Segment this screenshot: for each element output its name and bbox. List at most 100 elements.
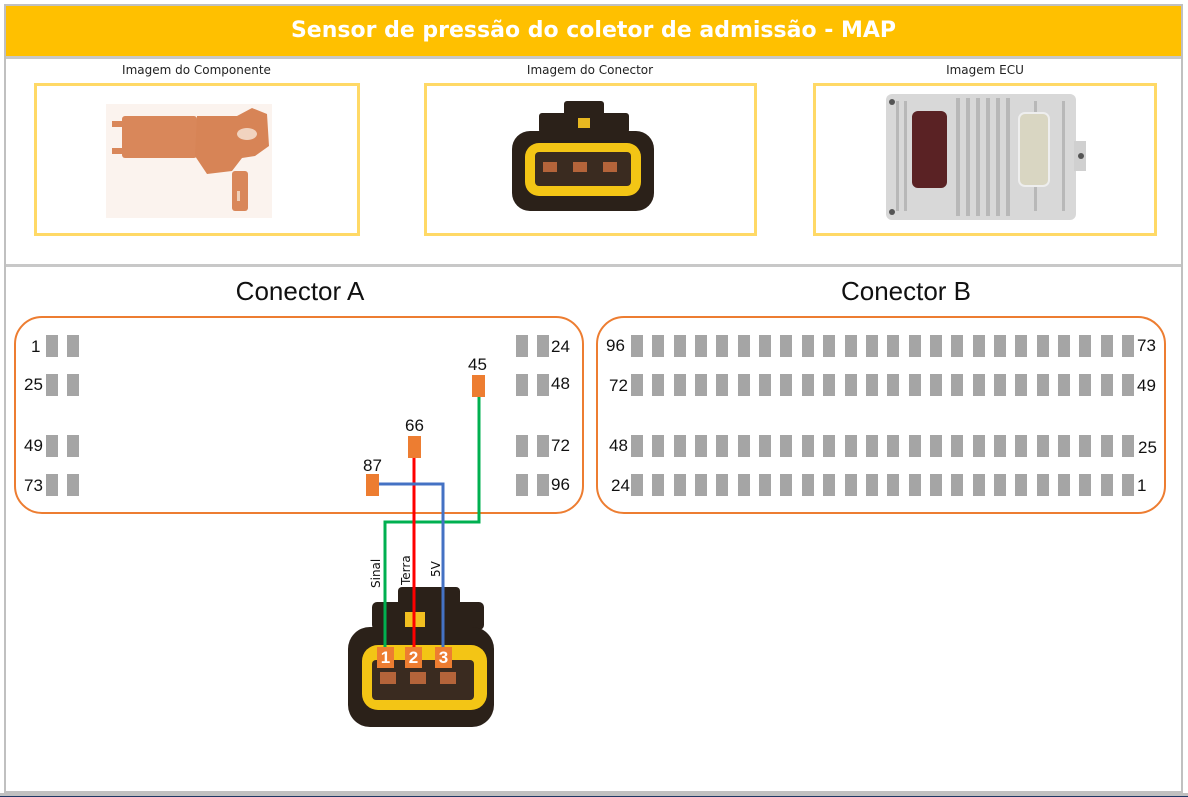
used-pin-45 [472,375,485,397]
connector-b-pin [929,435,942,457]
connector-b-pin [972,374,985,396]
connector-b-pin [1058,474,1070,496]
connector-a-pin [537,374,549,396]
map-sensor-image [106,104,272,218]
connector-b-pin [1122,374,1135,396]
connector-b-pin [695,374,708,396]
connector-b-pin [823,335,836,357]
connector-b-pin [716,335,729,357]
connector-b-pin [780,374,793,396]
connector-b-pin [865,474,878,496]
connector-b-pin [844,335,857,357]
connector-b-pin [951,435,964,457]
connector-b-pin [1015,435,1028,457]
connector-b-pin [908,374,921,396]
connector-b-pin [801,374,814,396]
connector-a-pin [67,474,79,496]
connector-b-pin [993,474,1006,496]
bottom-border [0,793,1188,797]
terminal-badge-3: 3 [435,647,452,668]
connector-b-pin [887,374,900,396]
connector-b-pin [972,474,985,496]
pin-label: 1 [1137,476,1147,495]
ecu-image-label: Imagem ECU [946,63,1024,77]
connector-a-pin [67,335,79,357]
connector-b-pin [865,435,878,457]
connector-a-title: Conector A [235,276,365,306]
connector-b-pin [1122,335,1135,357]
component-image-box [34,83,360,236]
connector-image [512,101,654,211]
connector-a-pin [516,374,528,396]
connector-b-pin [737,435,750,457]
connector-b-pin [1079,374,1092,396]
connector-b-pin [801,435,814,457]
connector-b-pin [631,335,643,357]
connector-b-pin [759,335,772,357]
connector-a-pin [537,335,549,357]
connector-b-pin [1100,435,1113,457]
connector-b-pin [801,335,814,357]
pin-label: 48 [551,374,570,393]
connector-b-pin [823,435,836,457]
pin-label: 25 [1138,438,1157,457]
used-pin-number: 45 [468,355,487,374]
connector-b-pin [844,474,857,496]
connector-b-pin [908,474,921,496]
connector-b-pin [1122,474,1135,496]
connector-b-pin [780,335,793,357]
wire-label-5v: 5V [429,561,443,577]
pin-label: 49 [24,436,43,455]
connector-b-pin [951,335,964,357]
connector-a-pin [516,474,528,496]
connector-b-pin [695,435,708,457]
connector-b-pin [1079,474,1092,496]
connector-b-pin [823,374,836,396]
connector-b-pin [673,435,686,457]
connector-b-pin [1058,374,1070,396]
connector-b-pin [993,335,1006,357]
pin-label: 96 [606,336,625,355]
connector-b-pin [951,374,964,396]
connector-b-pin [652,435,665,457]
connector-a-pin [67,435,79,457]
connector-b-pin [737,374,750,396]
page-title: Sensor de pressão do coletor de admissão… [6,6,1181,56]
connector-b-pin [737,335,750,357]
connector-b-pin [1058,335,1070,357]
connector-a-pin [46,335,58,357]
connector-a-pin [46,435,58,457]
used-pin-number: 87 [363,456,382,475]
used-pin-66 [408,436,421,458]
connector-b-pin [801,474,814,496]
component-image-label: Imagem do Componente [122,63,271,77]
connector-b-pin [972,435,985,457]
connector-a-pin [46,474,58,496]
connector-b-pin [1100,335,1113,357]
connector-b-pin [652,474,665,496]
connector-b-pin [1015,474,1028,496]
pin-label: 73 [24,476,43,495]
connector-b-pin [1036,374,1049,396]
connector-b-pin [887,335,900,357]
pin-label: 73 [1137,336,1156,355]
connector-b-title: Conector B [840,276,972,306]
connector-b-pin [695,474,708,496]
connector-b-pin [972,335,985,357]
connector-b-pin [1100,474,1113,496]
connector-image-box [424,83,757,236]
connector-b-pin [759,435,772,457]
connector-b-pin [1058,435,1070,457]
connector-b-pin [673,474,686,496]
connector-b-box [596,316,1166,514]
connector-b-pin [673,335,686,357]
connector-b-pin [929,474,942,496]
connector-b-pin [1122,435,1135,457]
connector-b-pin [1036,335,1049,357]
pin-label: 49 [1137,376,1156,395]
connector-b-pin [1015,335,1028,357]
connector-b-pin [1015,374,1028,396]
ecu-image [886,94,1086,220]
connector-b-pin [652,374,665,396]
connector-b-pin [1079,335,1092,357]
